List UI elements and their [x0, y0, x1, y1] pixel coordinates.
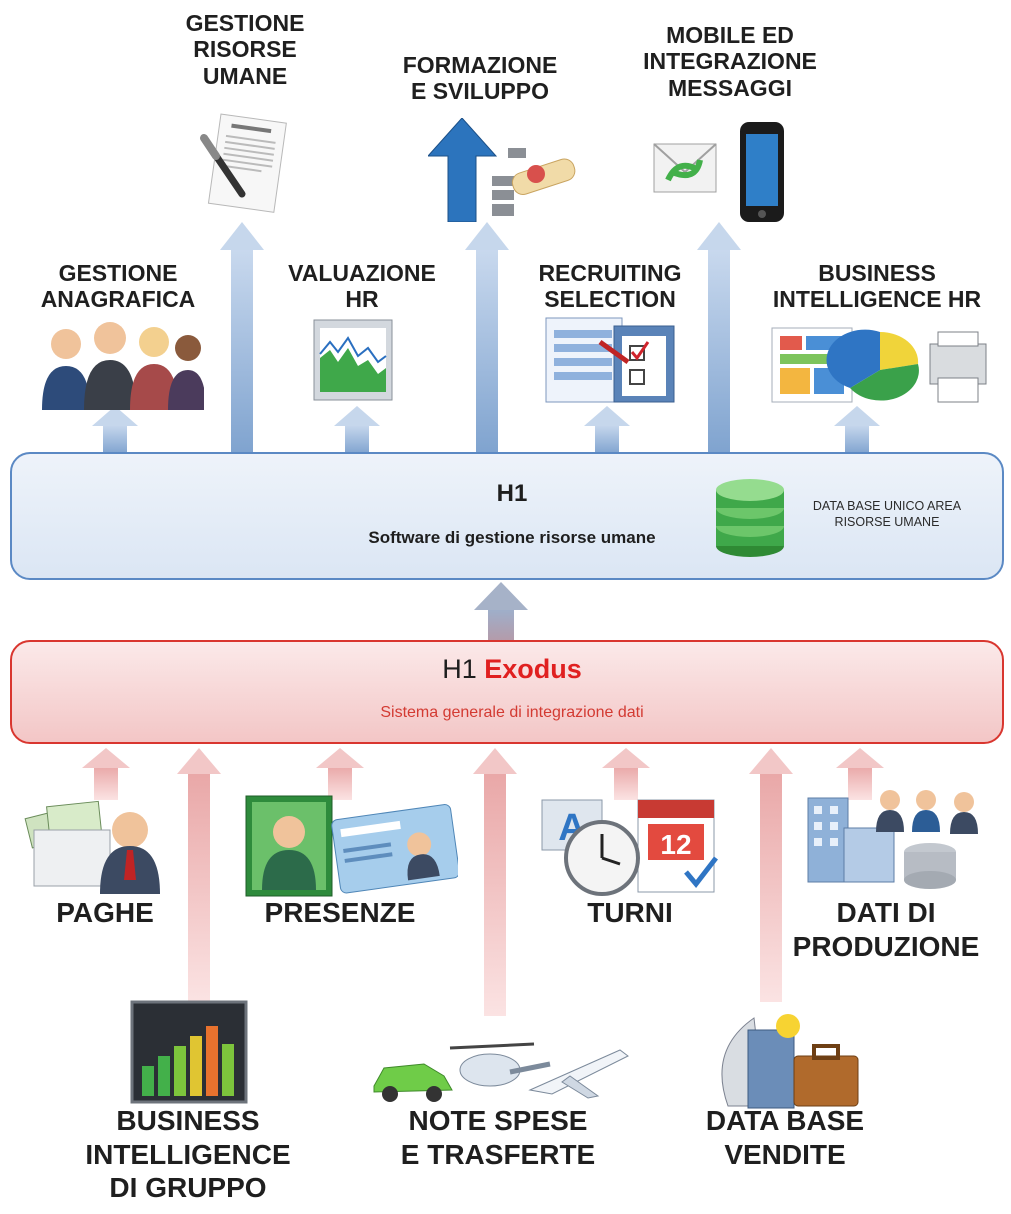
- db-label: DATA BASE UNICO AREA RISORSE UMANE: [812, 499, 962, 530]
- h1-subtitle: Software di gestione risorse umane: [368, 528, 656, 547]
- clock-calendar-icon: A 12: [541, 799, 718, 896]
- svg-text:12: 12: [660, 829, 691, 860]
- contract-pen-icon: [200, 113, 287, 213]
- people-group-icon: [42, 322, 204, 410]
- label-note-spese-trasferte: NOTE SPESE E TRASFERTE: [400, 1105, 596, 1170]
- label-gestione-risorse-umane: GESTIONE RISORSE UMANE: [185, 10, 305, 89]
- label-business-intelligence-hr: BUSINESS INTELLIGENCE HR: [772, 260, 982, 313]
- label-recruiting-selection: RECRUITING SELECTION: [538, 260, 682, 313]
- arrow-from-dati-produzione: [836, 748, 884, 800]
- arrow-from-presenze: [316, 748, 364, 800]
- arrow-to-gestione-risorse-umane: [220, 222, 264, 454]
- arrow-from-data-base-vendite: [749, 748, 793, 1002]
- car-helicopter-plane-icon: [373, 1042, 629, 1102]
- arrow-to-valuazione-hr: [334, 406, 380, 454]
- arrow-from-turni: [602, 748, 650, 800]
- server-briefcase-icon: [721, 1014, 859, 1109]
- arrow-from-business-intelligence-gruppo: [177, 748, 221, 1002]
- identity-card-icon: [245, 795, 458, 897]
- label-formazione-sviluppo: FORMAZIONE E SVILUPPO: [402, 52, 558, 105]
- arrow-to-business-intelligence-hr: [834, 406, 880, 454]
- h1-box: H1 Software di gestione risorse umane DA…: [10, 452, 1004, 580]
- h1-title: H1: [496, 480, 528, 507]
- label-data-base-vendite: DATA BASE VENDITE: [705, 1105, 865, 1170]
- exodus-title-highlight: Exodus: [484, 654, 582, 684]
- exodus-title-prefix: H1: [442, 654, 477, 684]
- payroll-money-icon: [24, 800, 160, 894]
- label-turni: TURNI: [587, 897, 673, 928]
- label-business-intelligence-gruppo: BUSINESS INTELLIGENCE DI GRUPPO: [85, 1105, 291, 1204]
- growth-arrow-diploma-icon: [428, 118, 576, 222]
- arrow-to-recruiting-selection: [584, 406, 630, 454]
- database-icon: [716, 479, 784, 557]
- equalizer-chart-icon: [130, 1000, 248, 1104]
- mail-phone-icon: [653, 122, 784, 222]
- exodus-title: H1 Exodus: [312, 654, 712, 685]
- label-presenze: PRESENZE: [264, 897, 416, 928]
- factory-workers-icon: [807, 790, 978, 889]
- arrow-to-mobile-messaggi: [697, 222, 741, 454]
- chart-monitor-icon: [313, 319, 393, 401]
- label-dati-produzione: DATI DI PRODUZIONE: [792, 897, 980, 962]
- arrow-from-note-spese: [473, 748, 517, 1016]
- arrow-to-gestione-anagrafica: [92, 406, 138, 454]
- arrow-exodus-to-h1: [474, 582, 528, 642]
- label-gestione-anagrafica: GESTIONE ANAGRAFICA: [40, 260, 196, 313]
- exodus-subtitle: Sistema generale di integrazione dati: [380, 704, 644, 721]
- exodus-box: H1 Exodus Sistema generale di integrazio…: [10, 640, 1004, 744]
- arrow-to-formazione-sviluppo: [465, 222, 509, 454]
- label-mobile-messaggi: MOBILE ED INTEGRAZIONE MESSAGGI: [643, 22, 817, 101]
- label-paghe: PAGHE: [56, 897, 154, 928]
- dashboard-pie-printer-icon: [771, 327, 987, 403]
- label-valuazione-hr: VALUAZIONE HR: [288, 260, 436, 313]
- arrow-from-paghe: [82, 748, 130, 800]
- form-checklist-icon: [545, 317, 675, 403]
